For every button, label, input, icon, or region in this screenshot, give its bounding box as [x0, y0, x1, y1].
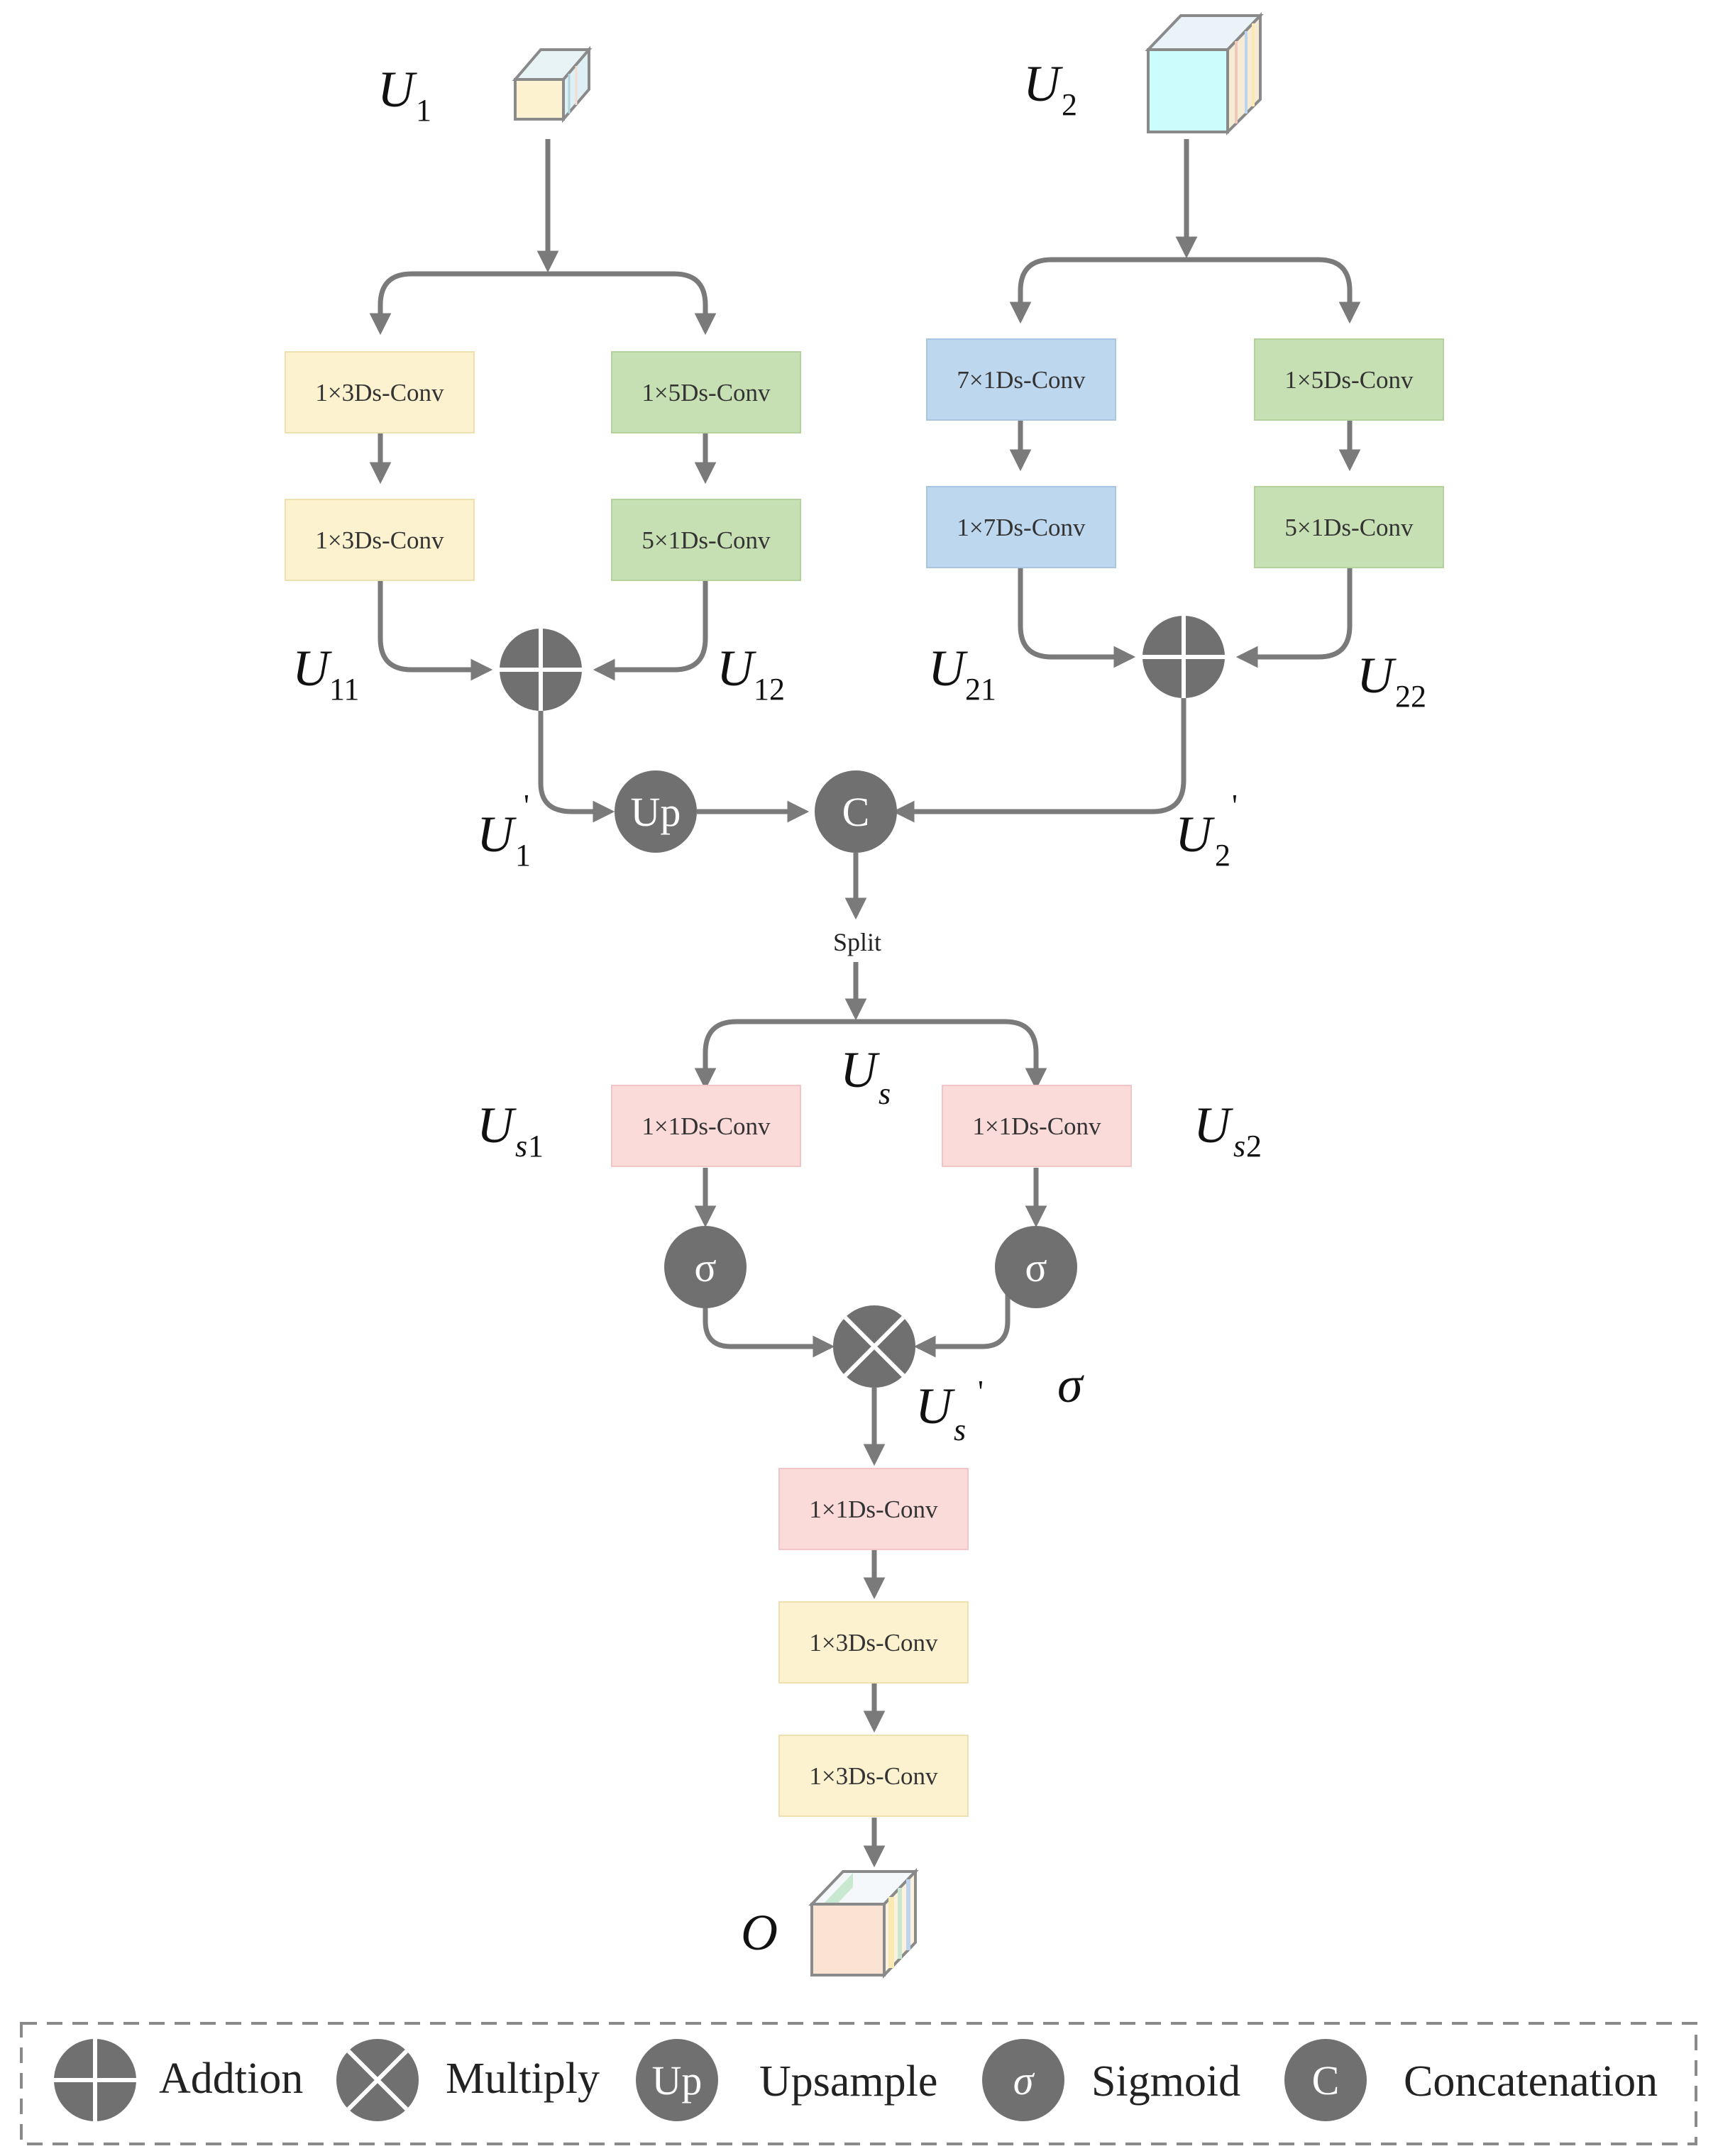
- svg-text:1×3Ds-Conv: 1×3Ds-Conv: [809, 1762, 938, 1790]
- conv-box-final-2: 1×3Ds-Conv: [778, 1601, 969, 1684]
- label-us: U s: [840, 1041, 891, 1111]
- svg-text:U: U: [928, 640, 968, 697]
- svg-text:s: s: [879, 1076, 891, 1111]
- split-label: Split: [833, 928, 881, 956]
- svg-text:1×5Ds-Conv: 1×5Ds-Conv: [1284, 366, 1414, 394]
- svg-text:1×1Ds-Conv: 1×1Ds-Conv: [809, 1496, 938, 1523]
- svg-text:C: C: [842, 789, 870, 835]
- conv-box-final-3: 1×3Ds-Conv: [778, 1735, 969, 1817]
- svg-text:Up: Up: [652, 2057, 703, 2104]
- legend-upsample-icon: Up: [636, 2039, 718, 2121]
- add-node-u2: [1142, 616, 1225, 698]
- label-u22: U 22: [1357, 647, 1426, 714]
- svg-text:σ: σ: [1025, 1244, 1047, 1290]
- sigmoid-node-right: σ: [995, 1226, 1077, 1308]
- svg-text:5×1Ds-Conv: 5×1Ds-Conv: [1284, 514, 1414, 541]
- svg-text:U: U: [477, 806, 517, 863]
- svg-text:s: s: [954, 1413, 966, 1447]
- svg-text:11: 11: [329, 672, 359, 707]
- conv-box-u2-right-bottom: 5×1Ds-Conv: [1254, 486, 1444, 568]
- output-cube: [808, 1868, 919, 1979]
- input-cube-u1: [512, 45, 593, 123]
- conv-box-split-right: 1×1Ds-Conv: [942, 1085, 1132, 1167]
- label-o: O: [741, 1904, 778, 1961]
- svg-text:U: U: [1023, 55, 1063, 112]
- svg-text:U: U: [717, 640, 756, 697]
- input-cube-u2: [1145, 12, 1264, 136]
- svg-text:U: U: [1357, 647, 1397, 704]
- legend-concatenation-label: Concatenation: [1404, 2057, 1658, 2106]
- legend-addition-label: Addtion: [159, 2055, 303, 2103]
- svg-text:12: 12: [754, 672, 785, 707]
- svg-text:Up: Up: [631, 789, 681, 835]
- svg-text:s: s: [1233, 1129, 1245, 1163]
- svg-text:σ: σ: [1013, 2057, 1035, 2104]
- svg-text:2: 2: [1246, 1129, 1262, 1163]
- svg-text:U: U: [840, 1041, 880, 1098]
- svg-text:5×1Ds-Conv: 5×1Ds-Conv: [642, 526, 771, 554]
- svg-text:': ': [524, 788, 529, 823]
- svg-text:1×1Ds-Conv: 1×1Ds-Conv: [642, 1112, 771, 1140]
- svg-text:U: U: [292, 640, 332, 697]
- label-us2: U s 2: [1194, 1097, 1262, 1163]
- concat-node: C: [815, 770, 897, 853]
- legend-addition-icon: [54, 2039, 136, 2121]
- conv-box-u2-left-top: 7×1Ds-Conv: [926, 338, 1116, 421]
- svg-text:s: s: [515, 1129, 527, 1163]
- conv-box-u1-right-bottom: 5×1Ds-Conv: [611, 499, 801, 581]
- multiply-node: [833, 1305, 915, 1388]
- svg-text:7×1Ds-Conv: 7×1Ds-Conv: [957, 366, 1086, 394]
- conv-box-u1-left-top: 1×3Ds-Conv: [285, 351, 475, 433]
- svg-text:1×5Ds-Conv: 1×5Ds-Conv: [642, 379, 771, 407]
- label-u12: U 12: [717, 640, 785, 707]
- legend-multiply-label: Multiply: [446, 2055, 600, 2103]
- conv-box-split-left: 1×1Ds-Conv: [611, 1085, 801, 1167]
- svg-text:U: U: [477, 1097, 517, 1154]
- svg-text:σ: σ: [694, 1244, 716, 1290]
- label-us-prime: U s ': [915, 1374, 984, 1447]
- svg-text:22: 22: [1395, 679, 1426, 714]
- svg-text:U: U: [1175, 806, 1215, 863]
- legend-concat-icon: C: [1284, 2039, 1367, 2121]
- label-u11: U 11: [292, 640, 359, 707]
- label-sigma: σ: [1057, 1356, 1084, 1413]
- legend-sigmoid-icon: σ: [982, 2039, 1064, 2121]
- label-us1: U s 1: [477, 1097, 544, 1163]
- legend-sigmoid-label: Sigmoid: [1091, 2057, 1240, 2106]
- conv-box-u1-left-bottom: 1×3Ds-Conv: [285, 499, 475, 581]
- svg-text:1×7Ds-Conv: 1×7Ds-Conv: [957, 514, 1086, 541]
- legend-upsample-label: Upsample: [759, 2057, 937, 2106]
- svg-text:U: U: [915, 1378, 955, 1434]
- svg-text:1×3Ds-Conv: 1×3Ds-Conv: [315, 379, 444, 407]
- sigmoid-node-left: σ: [664, 1226, 747, 1308]
- label-u1: U 1: [378, 61, 431, 128]
- label-u21: U 21: [928, 640, 996, 707]
- svg-text:U: U: [1194, 1097, 1233, 1154]
- svg-text:1: 1: [416, 93, 431, 128]
- svg-text:1: 1: [528, 1129, 544, 1163]
- svg-text:': ': [1232, 788, 1238, 823]
- legend-multiply-icon: [336, 2039, 419, 2121]
- conv-box-u1-right-top: 1×5Ds-Conv: [611, 351, 801, 433]
- label-u2-prime: U 2 ': [1175, 788, 1238, 873]
- svg-text:U: U: [378, 61, 417, 118]
- add-node-u1: [500, 629, 582, 711]
- svg-text:': ': [978, 1374, 984, 1409]
- svg-text:21: 21: [965, 672, 996, 707]
- svg-text:2: 2: [1215, 838, 1230, 873]
- svg-text:1: 1: [515, 838, 531, 873]
- upsample-node: Up: [615, 770, 697, 853]
- svg-text:1×1Ds-Conv: 1×1Ds-Conv: [972, 1112, 1101, 1140]
- conv-box-final-1: 1×1Ds-Conv: [778, 1468, 969, 1550]
- svg-text:C: C: [1312, 2057, 1340, 2104]
- svg-text:1×3Ds-Conv: 1×3Ds-Conv: [315, 526, 444, 554]
- conv-box-u2-left-bottom: 1×7Ds-Conv: [926, 486, 1116, 568]
- svg-text:2: 2: [1062, 87, 1077, 122]
- label-u1-prime: U 1 ': [477, 788, 531, 873]
- svg-text:1×3Ds-Conv: 1×3Ds-Conv: [809, 1629, 938, 1657]
- conv-box-u2-right-top: 1×5Ds-Conv: [1254, 338, 1444, 421]
- legend: Addtion Multiply Up Upsample σ Sigmoid C…: [20, 2022, 1697, 2145]
- label-u2: U 2: [1023, 55, 1077, 122]
